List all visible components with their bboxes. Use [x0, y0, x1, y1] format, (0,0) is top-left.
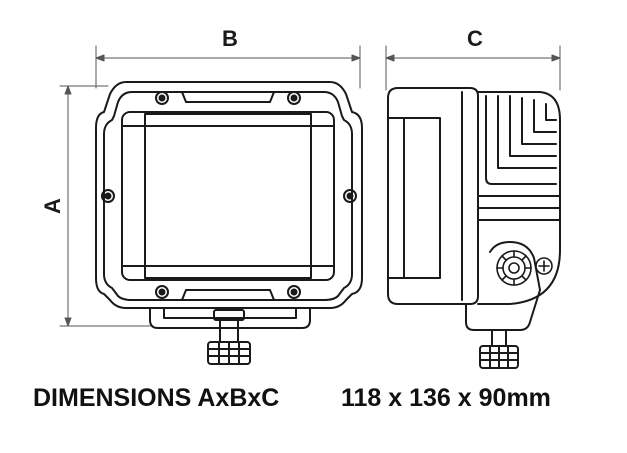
dimensions-caption-value: 118 x 136 x 90mm [341, 384, 551, 412]
front-view [95, 81, 363, 365]
adjustment-knob-icon [496, 250, 532, 286]
side-view [387, 87, 561, 369]
dimension-line-b [95, 45, 361, 89]
dimension-label-a: A [40, 198, 65, 214]
dimension-label-b: B [222, 26, 238, 51]
lock-screw-icon [535, 257, 553, 275]
front-screws [101, 91, 357, 299]
dimension-label-c: C [467, 26, 483, 51]
dimensions-caption-label: DIMENSIONS AxBxC [33, 384, 280, 412]
dimension-line-c [385, 45, 561, 91]
dimension-line-a [59, 85, 151, 327]
